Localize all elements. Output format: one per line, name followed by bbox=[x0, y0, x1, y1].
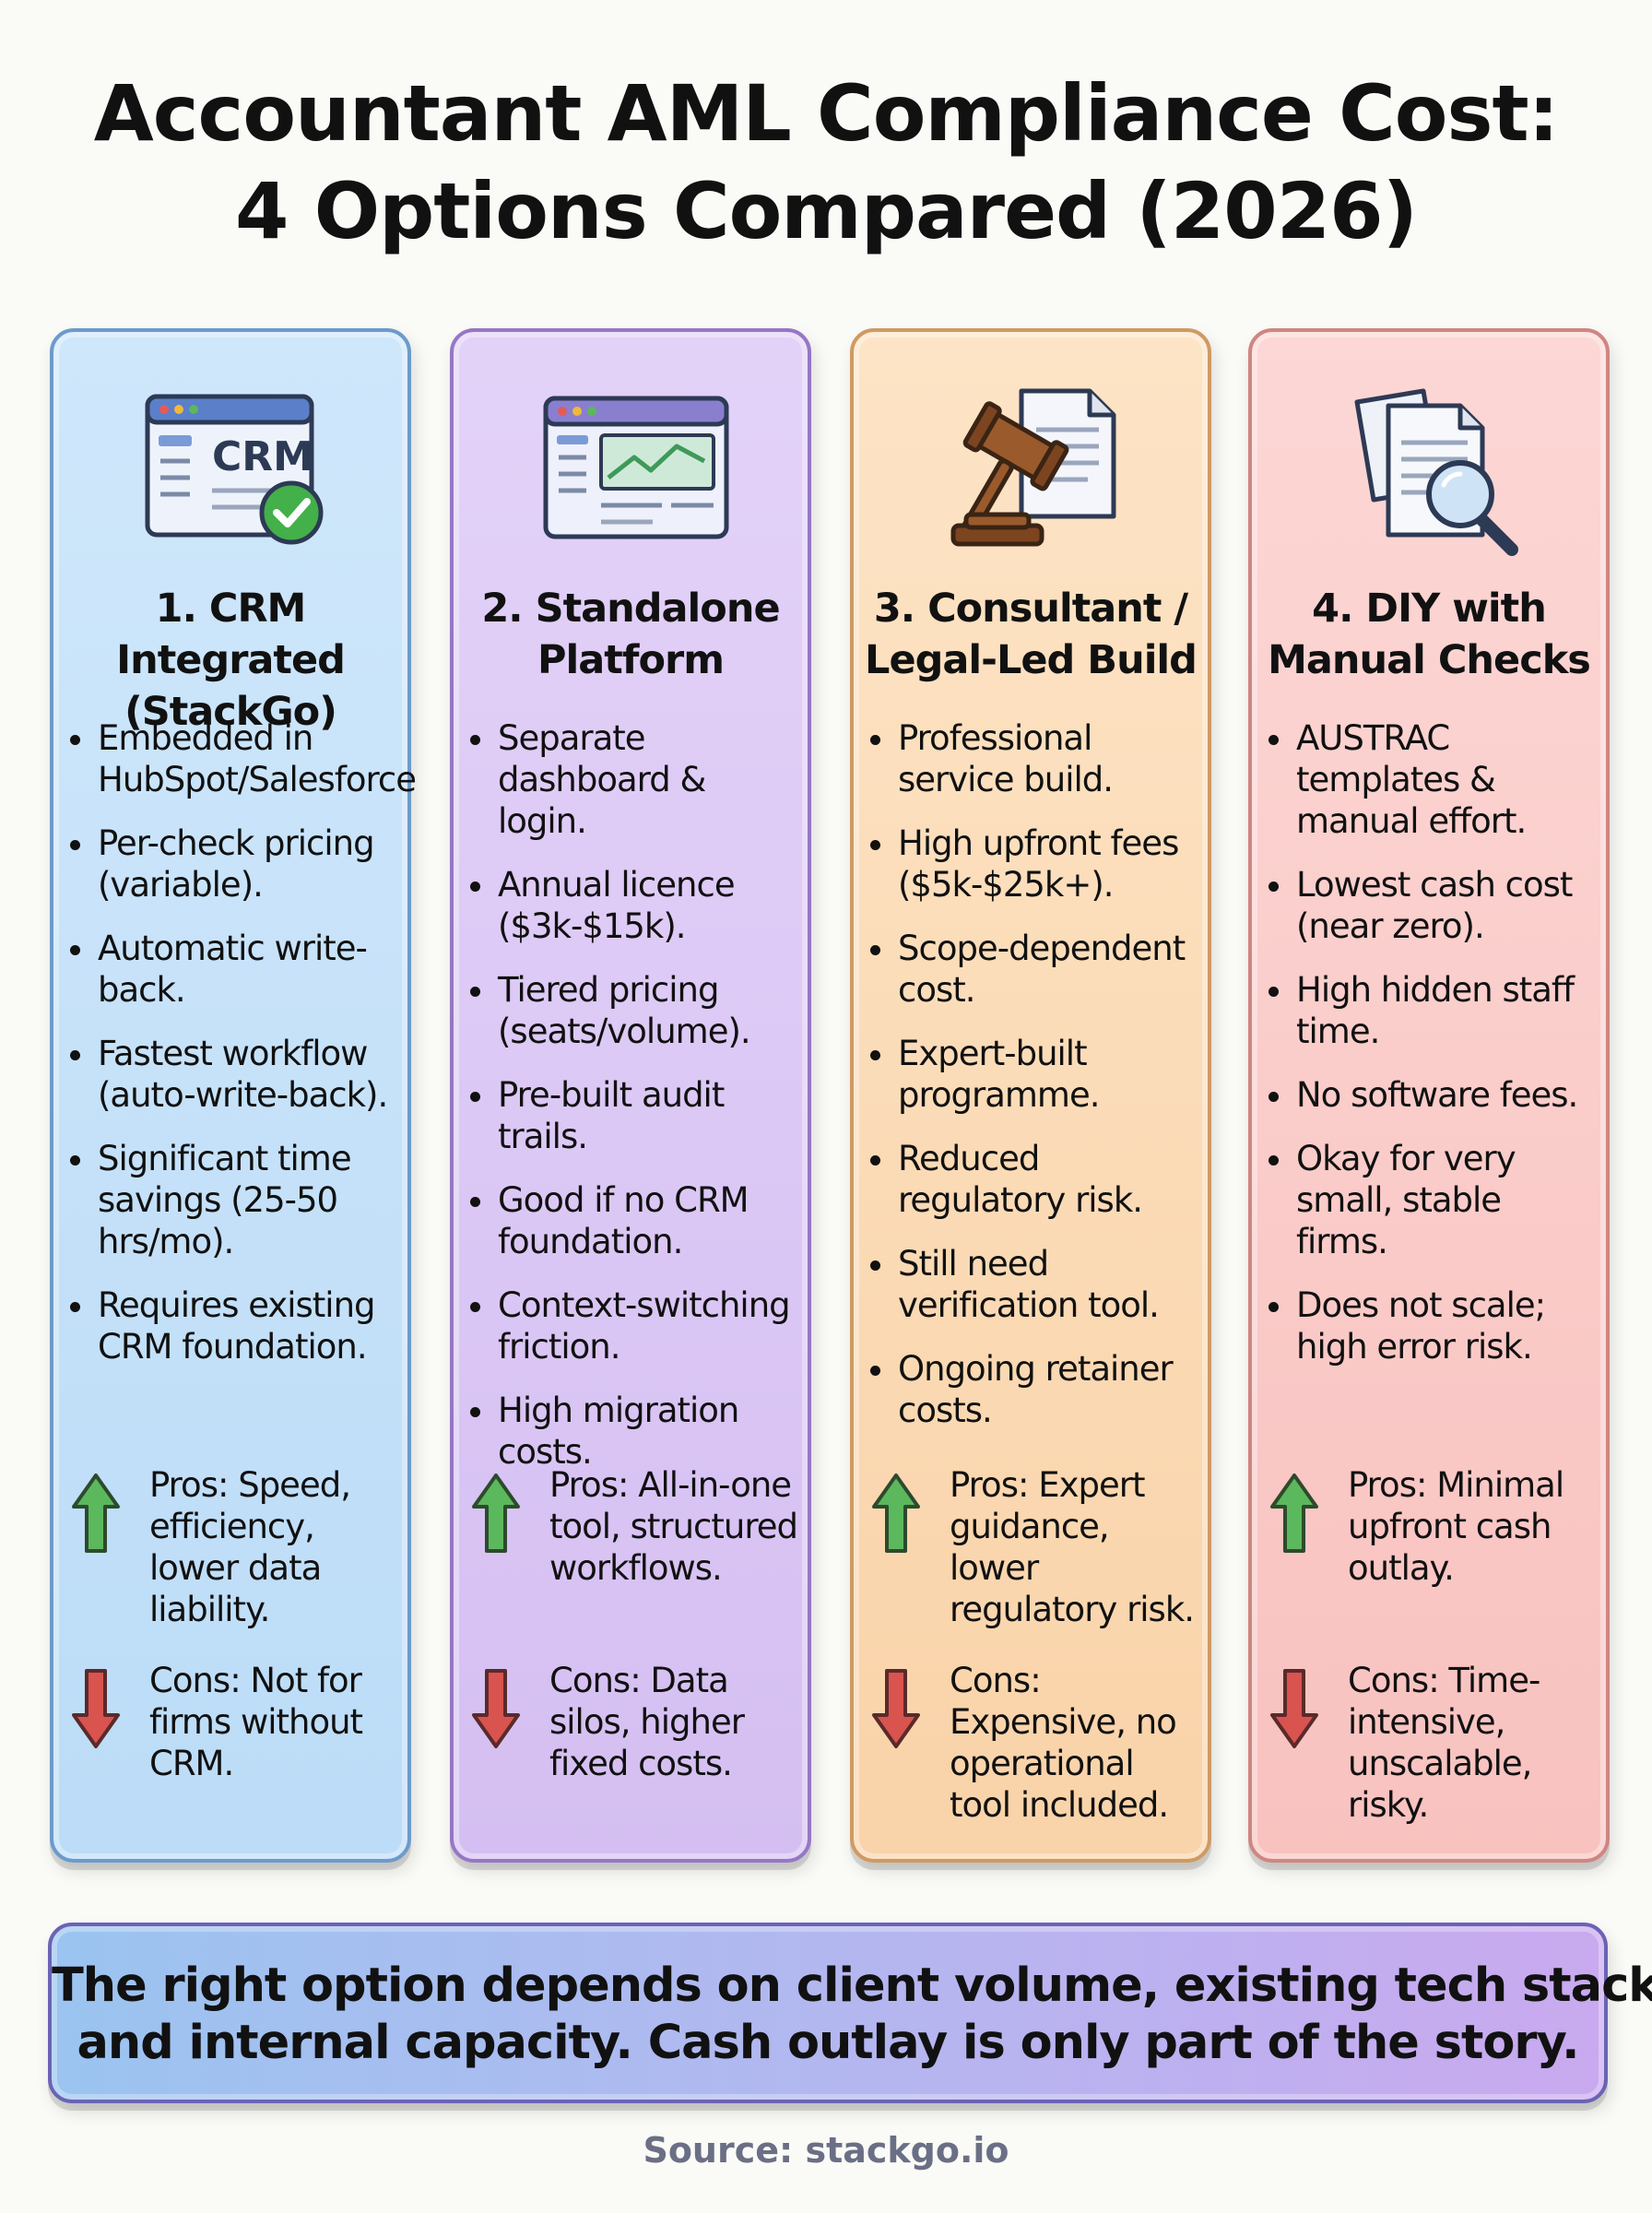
bullet-item: Annual licence ($3k-$15k). bbox=[466, 864, 802, 947]
cons-block: Cons: Expensive, no operational tool inc… bbox=[870, 1660, 1200, 1826]
bullet-item: Lowest cash cost (near zero). bbox=[1265, 864, 1600, 947]
bullet-item: Separate dashboard & login. bbox=[466, 717, 802, 842]
pros-text: Pros: Expert guidance, lower regulatory … bbox=[950, 1465, 1195, 1629]
pros-block: Pros: Speed, efficiency, lower data liab… bbox=[70, 1464, 400, 1630]
bullet-item: Per-check pricing (variable). bbox=[66, 822, 402, 905]
page-title: Accountant AML Compliance Cost: 4 Option… bbox=[0, 65, 1652, 260]
bullet-item: High migration costs. bbox=[466, 1390, 802, 1473]
cons-text: Cons: Data silos, higher fixed costs. bbox=[549, 1661, 745, 1783]
title-line-2: 4 Options Compared (2026) bbox=[235, 166, 1418, 256]
up-arrow-icon bbox=[472, 1473, 520, 1553]
bullet-item: Ongoing retainer costs. bbox=[867, 1348, 1202, 1431]
documents-magnifier-icon bbox=[1331, 378, 1534, 562]
bullet-item: Still need verification tool. bbox=[867, 1243, 1202, 1326]
summary-line-2: and internal capacity. Cash outlay is on… bbox=[77, 2016, 1579, 2070]
option-card-crm-integrated: CRM 1. CRM Integrated (StackGo) Embedded… bbox=[50, 328, 417, 1863]
cons-block: Cons: Time-intensive, unscalable, risky. bbox=[1268, 1660, 1599, 1826]
bullet-item: Embedded in HubSpot/Salesforce bbox=[66, 717, 417, 800]
cons-text: Cons: Time-intensive, unscalable, risky. bbox=[1348, 1661, 1540, 1825]
cons-text: Cons: Not for firms without CRM. bbox=[149, 1661, 363, 1783]
pros-block: Pros: All-in-one tool, structured workfl… bbox=[470, 1464, 800, 1589]
bullet-item: Reduced regulatory risk. bbox=[867, 1138, 1202, 1221]
dashboard-window-icon bbox=[533, 378, 736, 562]
up-arrow-icon bbox=[72, 1473, 120, 1553]
bullet-list: Separate dashboard & login. Annual licen… bbox=[466, 717, 802, 1495]
bullet-item: High upfront fees ($5k-$25k+). bbox=[867, 822, 1202, 905]
summary-line-1: The right option depends on client volum… bbox=[52, 1959, 1652, 2013]
pros-text: Pros: All-in-one tool, structured workfl… bbox=[549, 1465, 798, 1588]
pros-text: Pros: Minimal upfront cash outlay. bbox=[1348, 1465, 1564, 1588]
bullet-item: Automatic write-back. bbox=[66, 928, 402, 1011]
crm-window-check-icon: CRM bbox=[133, 378, 336, 562]
bullet-item: Expert-built programme. bbox=[867, 1033, 1202, 1116]
pros-text: Pros: Speed, efficiency, lower data liab… bbox=[149, 1465, 351, 1629]
option-title: 2. Standalone Platform bbox=[481, 586, 780, 683]
option-card-diy-manual: 4. DIY with Manual Checks AUSTRAC templa… bbox=[1248, 328, 1610, 1863]
option-title: 1. CRM Integrated (StackGo) bbox=[116, 586, 346, 735]
down-arrow-icon bbox=[72, 1669, 120, 1748]
bullet-item: No software fees. bbox=[1265, 1074, 1600, 1116]
down-arrow-icon bbox=[472, 1669, 520, 1748]
bullet-list: Professional service build. High upfront… bbox=[867, 717, 1202, 1453]
up-arrow-icon bbox=[872, 1473, 920, 1553]
bullet-item: Does not scale; high error risk. bbox=[1265, 1284, 1600, 1367]
bullet-item: Fastest workflow (auto-write-back). bbox=[66, 1033, 402, 1116]
down-arrow-icon bbox=[1270, 1669, 1318, 1748]
bullet-item: Requires existing CRM foundation. bbox=[66, 1284, 402, 1367]
up-arrow-icon bbox=[1270, 1473, 1318, 1553]
bullet-item: Tiered pricing (seats/volume). bbox=[466, 969, 802, 1052]
cons-block: Cons: Not for firms without CRM. bbox=[70, 1660, 400, 1784]
option-title: 4. DIY with Manual Checks bbox=[1268, 586, 1591, 683]
bullet-list: Embedded in HubSpot/Salesforce Per-check… bbox=[66, 717, 417, 1390]
bullet-item: Pre-built audit trails. bbox=[466, 1074, 802, 1157]
cons-block: Cons: Data silos, higher fixed costs. bbox=[470, 1660, 800, 1784]
bullet-list: AUSTRAC templates & manual effort. Lowes… bbox=[1265, 717, 1600, 1390]
bullet-item: Scope-dependent cost. bbox=[867, 928, 1202, 1011]
summary-banner: The right option depends on client volum… bbox=[48, 1923, 1652, 2103]
option-card-consultant-legal: 3. Consultant / Legal-Led Build Professi… bbox=[850, 328, 1211, 1863]
title-line-1: Accountant AML Compliance Cost: bbox=[93, 68, 1560, 159]
bullet-item: Okay for very small, stable firms. bbox=[1265, 1138, 1600, 1262]
source-credit: Source: stackgo.io bbox=[643, 2130, 1009, 2171]
bullet-item: Significant time savings (25-50 hrs/mo). bbox=[66, 1138, 402, 1262]
bullet-item: High hidden staff time. bbox=[1265, 969, 1600, 1052]
crm-icon-label: CRM bbox=[212, 433, 313, 480]
gavel-document-icon bbox=[933, 378, 1136, 562]
bullet-item: AUSTRAC templates & manual effort. bbox=[1265, 717, 1600, 842]
bullet-item: Context-switching friction. bbox=[466, 1284, 802, 1367]
pros-block: Pros: Expert guidance, lower regulatory … bbox=[870, 1464, 1200, 1630]
option-card-standalone-platform: 2. Standalone Platform Separate dashboar… bbox=[450, 328, 811, 1863]
cons-text: Cons: Expensive, no operational tool inc… bbox=[950, 1661, 1177, 1825]
option-title: 3. Consultant / Legal-Led Build bbox=[865, 586, 1198, 683]
bullet-item: Professional service build. bbox=[867, 717, 1202, 800]
pros-block: Pros: Minimal upfront cash outlay. bbox=[1268, 1464, 1599, 1589]
down-arrow-icon bbox=[872, 1669, 920, 1748]
bullet-item: Good if no CRM foundation. bbox=[466, 1179, 802, 1262]
